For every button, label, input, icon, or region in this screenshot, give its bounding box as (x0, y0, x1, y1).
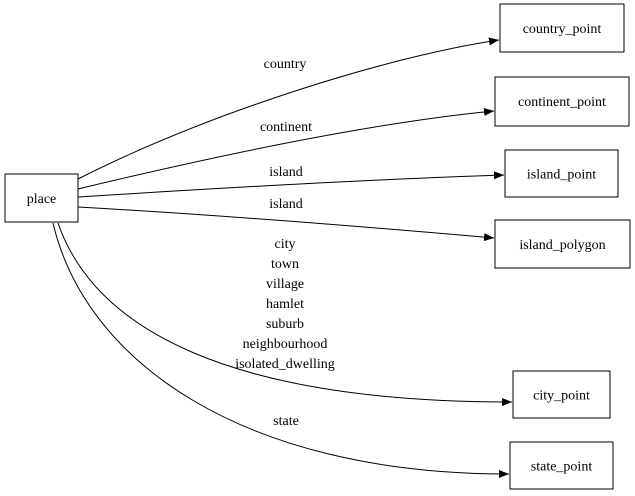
node-place: place (4, 173, 79, 223)
edge-place-continent_point (77, 107, 495, 190)
edge-place-island_point (77, 171, 505, 198)
node-city_point-label: city_point (533, 389, 590, 404)
node-country_point: country_point (499, 3, 625, 53)
node-country_point-box (499, 3, 625, 53)
node-place-label: place (27, 192, 57, 207)
node-island_polygon: island_polygon (494, 219, 631, 269)
node-island_point: island_point (504, 149, 619, 198)
edge-label-country: country (264, 57, 307, 72)
node-place-box (4, 173, 79, 223)
edge-label-island-polygon: island (269, 197, 302, 212)
edge-label-state: state (273, 414, 299, 429)
node-continent_point-box (494, 76, 630, 127)
node-continent_point: continent_point (494, 76, 630, 127)
node-continent_point-label: continent_point (518, 95, 606, 110)
edge-place-island_polygon (77, 206, 495, 242)
edge-place-city_point (57, 222, 513, 406)
edge-place-country_point (77, 37, 500, 180)
node-island_point-label: island_point (527, 168, 596, 183)
node-island_polygon-label: island_polygon (519, 238, 605, 253)
node-state_point-box (509, 441, 614, 490)
node-state_point-label: state_point (531, 460, 593, 475)
edge-label-island-point: island (269, 165, 302, 180)
edge-label-neighbourhood: neighbourhood (243, 337, 328, 352)
node-country_point-label: country_point (523, 22, 602, 37)
edge-label-suburb: suburb (266, 317, 304, 332)
edge-label-continent: continent (260, 120, 312, 135)
edge-label-city: city (275, 237, 296, 252)
edge-label-village: village (266, 277, 304, 292)
edge-label-isolated-dwelling: isolated_dwelling (235, 357, 335, 372)
edge-place-state_point (52, 222, 510, 478)
node-city_point-box (512, 370, 611, 419)
node-state_point: state_point (509, 441, 614, 490)
edge-label-town: town (271, 257, 299, 272)
node-city_point: city_point (512, 370, 611, 419)
node-island_point-box (504, 149, 619, 198)
edge-label-city-block: city town village hamlet suburb neighbou… (235, 237, 335, 372)
node-island_polygon-box (494, 219, 631, 269)
edge-label-hamlet: hamlet (266, 297, 304, 312)
